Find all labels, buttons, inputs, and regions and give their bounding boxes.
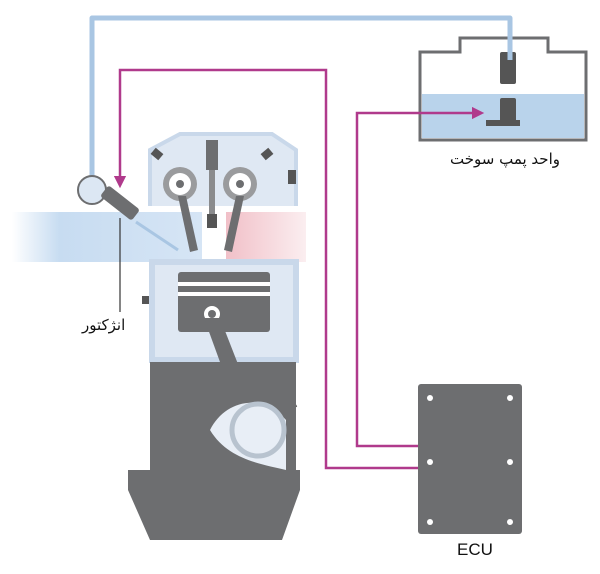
intake-valve — [178, 196, 198, 252]
pump-outlet — [486, 120, 520, 126]
fuel-pump-unit — [418, 36, 588, 142]
crankcase — [128, 362, 300, 540]
ecu-signal-line-to-pump — [355, 106, 485, 448]
fuel-injector — [77, 175, 179, 312]
intake-manifold — [12, 212, 202, 262]
ecu-signal-line-to-injector — [113, 68, 418, 470]
exhaust-port — [226, 212, 306, 262]
fuel-pump-unit-label: واحد پمپ سوخت — [450, 150, 560, 168]
exhaust-camshaft-gear — [223, 167, 257, 201]
spark-plug — [206, 140, 218, 228]
crankshaft-gear — [229, 401, 287, 459]
intake-camshaft-gear — [163, 167, 197, 201]
pump-lower-body — [500, 98, 516, 124]
ecu-label: ECU — [457, 540, 493, 559]
piston — [178, 272, 270, 332]
fuel-supply-line — [89, 15, 513, 182]
ecu-box — [418, 384, 522, 534]
exhaust-valve — [224, 196, 244, 252]
injector-label: انژکتور — [82, 316, 126, 334]
